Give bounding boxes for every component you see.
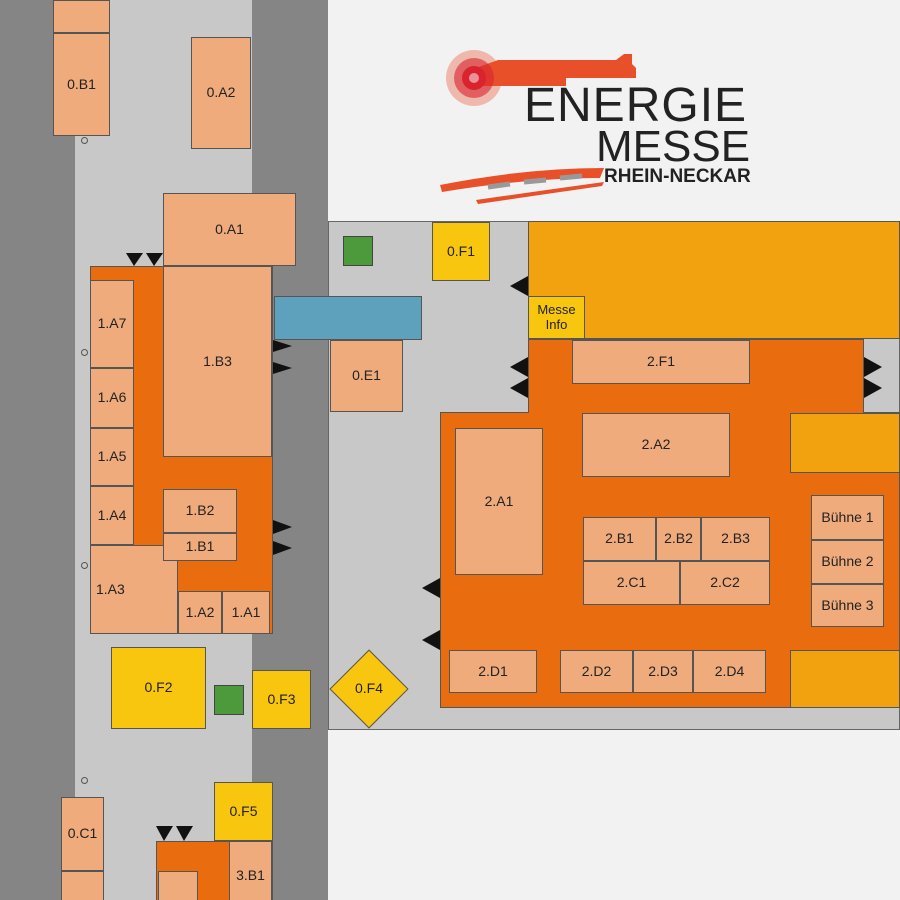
stage-buehne-2[interactable]: Bühne 2	[811, 540, 884, 584]
booth-2-D3[interactable]: 2.D3	[633, 650, 693, 693]
wall-left	[0, 0, 75, 900]
booth-1-A6[interactable]: 1.A6	[90, 368, 134, 428]
booth-2-D1[interactable]: 2.D1	[449, 650, 537, 693]
logo: ENERGIE MESSE RHEIN-NECKAR	[436, 50, 796, 210]
bridge-walkway	[274, 296, 422, 340]
booth-1-B2[interactable]: 1.B2	[163, 489, 237, 533]
booth-1-A7[interactable]: 1.A7	[90, 280, 134, 368]
booth-0-B1[interactable]: 0.B1	[53, 33, 110, 136]
booth-2-D4[interactable]: 2.D4	[693, 650, 766, 693]
logo-line-messe: MESSE	[596, 122, 751, 171]
hall-2-amber-right-bottom[interactable]	[790, 650, 900, 708]
booth-2-B3[interactable]: 2.B3	[701, 517, 770, 561]
booth-0-C1[interactable]: 0.C1	[61, 797, 104, 871]
booth-0-F5[interactable]: 0.F5	[214, 782, 273, 841]
booth-1-B3[interactable]: 1.B3	[163, 266, 272, 457]
booth-0-E1[interactable]: 0.E1	[330, 340, 403, 412]
booth-0-A1[interactable]: 0.A1	[163, 193, 296, 266]
booth-1-A3[interactable]: 1.A3	[90, 545, 178, 634]
marker-dot	[81, 562, 88, 569]
booth-2-A1[interactable]: 2.A1	[455, 428, 543, 575]
booth-0-F4-label: 0.F4	[354, 680, 383, 697]
booth-1-A2[interactable]: 1.A2	[178, 591, 222, 634]
marker-dot	[81, 137, 88, 144]
logo-line-energie: ENERGIE	[524, 79, 748, 132]
booth-top-stub[interactable]	[53, 0, 110, 33]
hall-2-amber-right-top[interactable]	[790, 413, 900, 473]
booth-0-F1[interactable]: 0.F1	[432, 222, 490, 281]
booth-1-B1[interactable]: 1.B1	[163, 533, 237, 561]
booth-2-A2[interactable]: 2.A2	[582, 413, 730, 477]
hall-2-top-amber[interactable]	[528, 221, 900, 339]
booth-0-A2[interactable]: 0.A2	[191, 37, 251, 149]
booth-below-0-C1[interactable]	[61, 871, 104, 900]
logo-line-rhein-neckar: RHEIN-NECKAR	[604, 166, 751, 187]
booth-1-A1[interactable]: 1.A1	[222, 591, 270, 634]
booth-0-F3[interactable]: 0.F3	[252, 670, 311, 729]
logo-graphic	[440, 50, 636, 204]
marker-dot	[81, 349, 88, 356]
booth-2-C1[interactable]: 2.C1	[583, 561, 680, 605]
booth-3-stub[interactable]	[158, 871, 198, 900]
booth-2-B1[interactable]: 2.B1	[583, 517, 656, 561]
booth-2-D2[interactable]: 2.D2	[560, 650, 633, 693]
green-marker-top	[343, 236, 373, 266]
booth-3-B1[interactable]: 3.B1	[229, 841, 272, 900]
green-marker-bottom	[214, 685, 244, 715]
booth-2-B2[interactable]: 2.B2	[656, 517, 701, 561]
booth-1-A5[interactable]: 1.A5	[90, 428, 134, 486]
stage-buehne-3[interactable]: Bühne 3	[811, 584, 884, 627]
marker-dot	[81, 777, 88, 784]
booth-2-C2[interactable]: 2.C2	[680, 561, 770, 605]
booth-1-A4[interactable]: 1.A4	[90, 486, 134, 545]
booth-messe-info[interactable]: Messe Info	[528, 296, 585, 339]
booth-2-F1[interactable]: 2.F1	[572, 340, 750, 384]
booth-0-F2[interactable]: 0.F2	[111, 647, 206, 729]
stage-buehne-1[interactable]: Bühne 1	[811, 495, 884, 540]
